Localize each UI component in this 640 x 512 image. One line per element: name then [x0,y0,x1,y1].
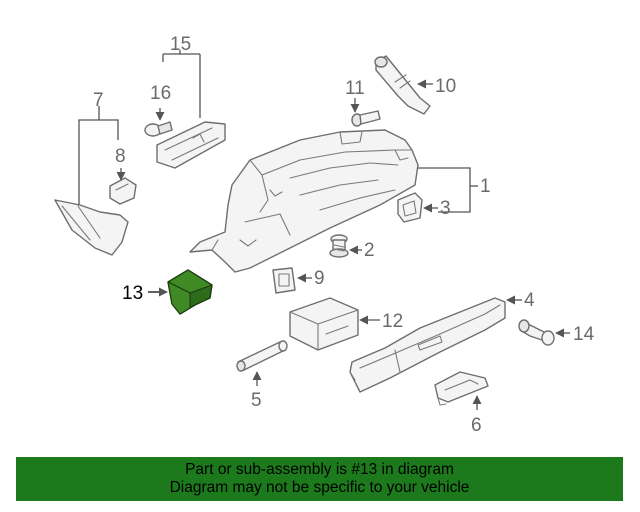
part-3-clip [397,192,438,223]
info-banner: Part or sub-assembly is #13 in diagram D… [16,457,623,501]
part-6-latch [434,371,489,410]
part-1-glove-box-housing [189,129,478,273]
part-10-damper [374,55,433,115]
parts-diagram: 1 2 3 4 5 6 [54,34,595,436]
callout-7: 7 [93,90,104,111]
callout-2: 2 [364,240,375,261]
part-7-side-panel [54,106,129,256]
callout-3: 3 [440,198,451,219]
part-11-bolt [350,98,381,127]
callout-13: 13 [122,283,143,304]
callout-8: 8 [115,146,126,167]
part-15-lamp-assembly [156,50,226,169]
callout-11: 11 [345,78,365,99]
callout-1: 1 [480,176,491,197]
callout-10: 10 [435,76,456,97]
banner-line-2: Diagram may not be specific to your vehi… [169,479,470,496]
part-4-glove-box-door [349,295,522,393]
callout-5: 5 [251,390,262,411]
callout-14: 14 [573,324,595,345]
part-2-screw [329,234,362,258]
part-12-module [289,297,380,351]
callout-4: 4 [524,290,535,311]
callout-16: 16 [150,83,171,104]
part-8-clip [109,168,137,205]
callout-12: 12 [382,311,403,332]
callout-9: 9 [314,268,325,289]
callout-6: 6 [471,415,482,436]
callout-15: 15 [170,34,191,55]
banner-line-1: Part or sub-assembly is #13 in diagram [185,461,454,478]
part-9-bracket [272,267,312,294]
part-5-rod [236,340,288,386]
part-14-lock-cylinder [518,319,570,346]
part-16-bulb [144,108,173,137]
part-13-highlighted [148,269,213,315]
